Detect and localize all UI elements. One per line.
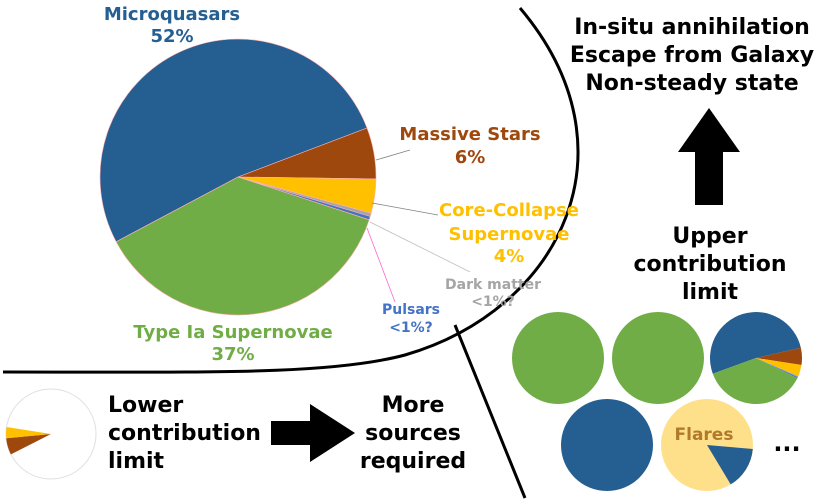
label-pulsars: Pulsars — [382, 302, 440, 318]
upper-limit-line-1: Upper — [672, 224, 747, 249]
main-pie-slice-0 — [99, 38, 368, 243]
mini-pie-slice-4 — [756, 358, 798, 379]
top-right-line-1: In-situ annihilation — [574, 15, 810, 40]
label-microquasars: Microquasars — [104, 4, 240, 25]
mini-pie-slice-3 — [756, 358, 799, 378]
upper-limit-line-3: limit — [682, 280, 739, 305]
percent-type-ia: 37% — [211, 344, 254, 365]
small-pie-green-2 — [612, 312, 704, 404]
lower-limit-line-3: limit — [108, 449, 165, 474]
small-pie-green-1 — [512, 312, 604, 404]
right-arrow — [271, 404, 355, 462]
parabola-divider — [2, 7, 580, 374]
small-pie-blue — [561, 399, 653, 491]
percent-massive-stars: 6% — [455, 147, 486, 168]
ellipsis: ... — [773, 429, 800, 457]
label-core-collapse-1: Core-Collapse — [439, 200, 579, 221]
lower-limit-line-2: contribution — [108, 421, 261, 446]
main-pie-chart — [99, 38, 377, 316]
lower-pie-slice-0 — [6, 434, 51, 455]
mini-pie-slice-2 — [756, 358, 802, 377]
percent-dark-matter: <1%? — [471, 294, 515, 310]
up-arrow — [678, 108, 740, 205]
diagonal-divider — [453, 324, 527, 499]
label-core-collapse-2: Supernovae — [448, 224, 569, 245]
label-type-ia: Type Ia Supernovae — [133, 322, 332, 343]
main-pie-slice-5 — [115, 176, 370, 316]
top-right-line-3: Non-steady state — [585, 71, 798, 96]
percent-microquasars: 52% — [150, 26, 193, 47]
upper-limit-line-2: contribution — [634, 252, 787, 277]
lower-pie-slice-1 — [5, 426, 52, 439]
more-sources-line-3: required — [360, 449, 466, 474]
small-pie-flares — [661, 399, 753, 491]
lower-limit-pie — [5, 426, 52, 455]
leader-pulsars — [366, 227, 396, 303]
percent-core-collapse: 4% — [494, 246, 525, 267]
mini-pie-slice-5 — [712, 358, 798, 405]
flares-label: Flares — [675, 425, 734, 445]
more-sources-line-1: More — [382, 393, 445, 418]
leader-core-collapse — [371, 202, 439, 216]
mini-pie-slice-0 — [710, 312, 801, 374]
flares-pie-slice — [707, 445, 753, 485]
leader-dark-matter — [369, 221, 471, 273]
percent-pulsars: <1%? — [389, 320, 433, 336]
mini-pie-slice-1 — [756, 347, 803, 366]
label-massive-stars: Massive Stars — [399, 124, 540, 145]
leader-massive-stars — [375, 149, 411, 161]
more-sources-line-2: sources — [365, 421, 461, 446]
lower-limit-line-1: Lower — [108, 393, 183, 418]
top-right-line-2: Escape from Galaxy — [570, 43, 814, 68]
label-dark-matter: Dark matter — [445, 277, 541, 293]
small-pie-mixed — [710, 312, 803, 405]
